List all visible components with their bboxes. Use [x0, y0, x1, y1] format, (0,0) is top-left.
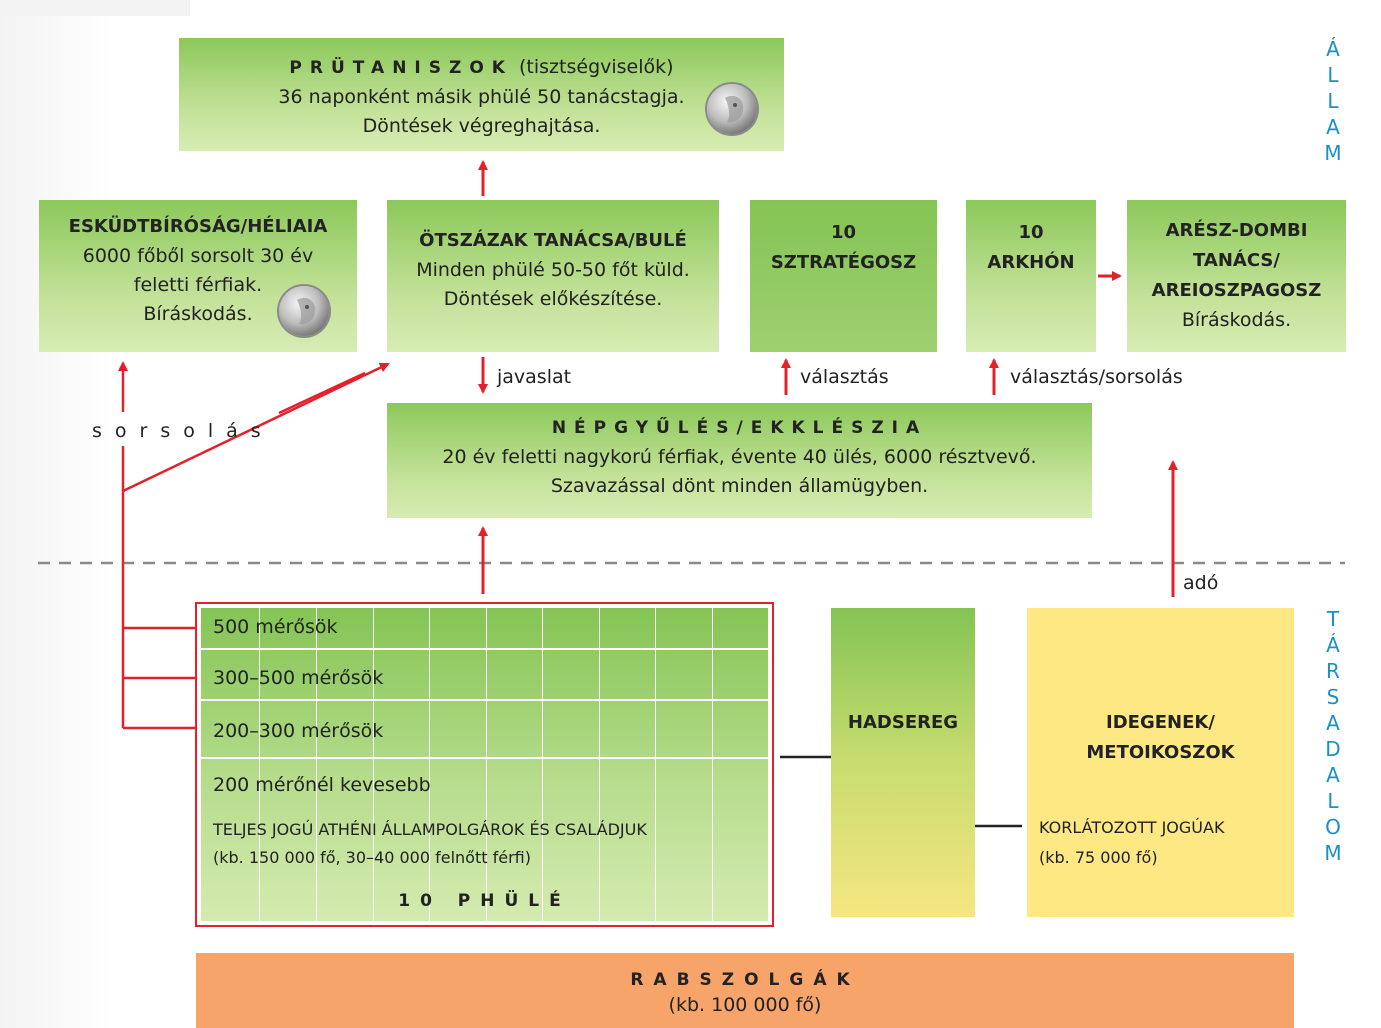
rabszolgak-box: RABSZOLGÁK (kb. 100 000 fő): [196, 953, 1294, 1028]
valasztas-sorsolas-label: választás/sorsolás: [1010, 366, 1183, 388]
bule-title: ÖTSZÁZAK TANÁCSA/BULÉ: [419, 230, 687, 251]
grid-line: [373, 608, 374, 921]
grid-line: [655, 608, 656, 921]
idegenek-box: IDEGENEK/ METOIKOSZOK KORLÁTOZOTT JOGÚAK…: [1027, 608, 1294, 917]
arkhon-box: 10 ARKHÓN: [966, 200, 1096, 352]
bule-box: ÖTSZÁZAK TANÁCSA/BULÉ Minden phülé 50-50…: [387, 200, 719, 352]
areiosz-box: ARÉSZ-DOMBI TANÁCS/ AREIOSZPAGOSZ Bírásk…: [1127, 200, 1346, 352]
phule-note-2: (kb. 150 000 fő, 30–40 000 felnőtt férfi…: [213, 848, 531, 867]
heliaia-box: ESKÜDTBÍRÓSÁG/HÉLIAIA 6000 főből sorsolt…: [39, 200, 357, 352]
side-letter: A: [1326, 115, 1340, 139]
areiosz-line2: TANÁCS/: [1193, 250, 1280, 271]
phule-note-1: TELJES JOGÚ ATHÉNI ÁLLAMPOLGÁROK ÉS CSAL…: [213, 820, 647, 839]
idegenek-note-1: KORLÁTOZOTT JOGÚAK: [1039, 818, 1225, 837]
phule-row-4: 200 mérőnél kevesebb: [213, 774, 431, 796]
ekklezsia-line2: Szavazással dönt minden államügyben.: [550, 475, 929, 497]
rabszolgak-title: RABSZOLGÁK: [630, 970, 860, 990]
side-letter: R: [1326, 659, 1340, 683]
valasztas-label: választás: [800, 366, 889, 388]
grid-line: [429, 608, 430, 921]
grid-line: [712, 608, 713, 921]
grid-line: [599, 608, 600, 921]
ekklezsia-line1: 20 év feletti nagykorú férfiak, évente 4…: [442, 446, 1037, 468]
side-letter: Á: [1326, 37, 1340, 61]
sztrategosz-title: SZTRATÉGOSZ: [770, 252, 917, 273]
sorsolas-label: sorsolás: [92, 420, 274, 442]
prutaniszok-title-suffix: (tisztségviselők): [519, 56, 674, 78]
phule-box: 500 mérősök 300–500 mérősök 200–300 mérő…: [195, 602, 774, 927]
side-letter: A: [1326, 763, 1340, 787]
side-letter: D: [1325, 737, 1341, 761]
prutaniszok-line2: Döntések végreghajtása.: [362, 115, 601, 137]
areiosz-line4: Bíráskodás.: [1181, 309, 1292, 331]
side-label-allam: Á L L A M: [1318, 36, 1348, 166]
sztrategosz-count: 10: [830, 222, 857, 243]
grid-row-line: [201, 757, 768, 759]
phule-grid: 500 mérősök 300–500 mérősök 200–300 mérő…: [201, 608, 768, 921]
idegenek-line2: METOIKOSZOK: [1086, 742, 1235, 763]
side-letter: M: [1324, 141, 1342, 165]
side-letter: Á: [1326, 633, 1340, 657]
prutaniszok-title: PRÜTANISZOK: [289, 58, 513, 78]
coin-icon: [279, 286, 329, 336]
side-letter: L: [1327, 789, 1339, 813]
javaslat-label: javaslat: [497, 366, 572, 388]
phule-row-2: 300–500 mérősök: [213, 667, 384, 689]
side-letter: A: [1326, 711, 1340, 735]
arkhon-count: 10: [1018, 222, 1044, 243]
sztrategosz-box: 10 SZTRATÉGOSZ: [750, 200, 937, 352]
areiosz-line3: AREIOSZPAGOSZ: [1151, 280, 1322, 301]
hadsereg-title: HADSEREG: [847, 712, 959, 733]
side-letter: L: [1327, 89, 1339, 113]
grid-line: [316, 608, 317, 921]
bule-line1: Minden phülé 50-50 főt küld.: [416, 259, 690, 281]
side-label-tarsadalom: T Á R S A D A L O M: [1318, 606, 1348, 866]
grid-row-line: [201, 699, 768, 701]
phule-row-1: 500 mérősök: [213, 616, 338, 638]
side-letter: T: [1326, 607, 1340, 631]
idegenek-note-2: (kb. 75 000 fő): [1039, 848, 1158, 867]
arrow-sorsolas-bule: [122, 362, 390, 493]
side-letter: S: [1326, 685, 1340, 709]
grid-row-line: [201, 648, 768, 650]
hadsereg-box: HADSEREG: [831, 608, 975, 917]
ado-label: adó: [1183, 572, 1219, 594]
coin-icon: [707, 84, 757, 134]
idegenek-line1: IDEGENEK/: [1106, 712, 1215, 733]
grid-line: [542, 608, 543, 921]
side-letter: O: [1325, 815, 1341, 839]
heliaia-title: ESKÜDTBÍRÓSÁG/HÉLIAIA: [68, 216, 328, 237]
ekklezsia-title: NÉPGYŰLÉS/EKKLÉSZIA: [551, 418, 928, 438]
phule-row-3: 200–300 mérősök: [213, 720, 384, 742]
heliaia-line1: 6000 főből sorsolt 30 év: [82, 245, 314, 267]
grid-line: [486, 608, 487, 921]
heliaia-line3: Bíráskodás.: [143, 303, 253, 325]
side-letter: M: [1324, 841, 1342, 865]
prutaniszok-box: PRÜTANISZOK (tisztségviselők) 36 naponké…: [179, 38, 784, 151]
areiosz-line1: ARÉSZ-DOMBI: [1165, 220, 1308, 241]
grid-line: [259, 608, 260, 921]
side-letter: L: [1327, 63, 1339, 87]
prutaniszok-line1: 36 naponként másik phülé 50 tanácstagja.: [278, 86, 685, 108]
bule-line2: Döntések előkészítése.: [443, 288, 663, 310]
sorsolas-diag-2: [278, 371, 366, 415]
rabszolgak-line1: (kb. 100 000 fő): [668, 994, 822, 1016]
arkhon-title: ARKHÓN: [987, 252, 1075, 273]
heliaia-line2: feletti férfiak.: [133, 274, 263, 296]
ekklezsia-box: NÉPGYŰLÉS/EKKLÉSZIA 20 év feletti nagyko…: [387, 403, 1092, 518]
phule-title: 10 PHÜLÉ: [398, 891, 571, 911]
